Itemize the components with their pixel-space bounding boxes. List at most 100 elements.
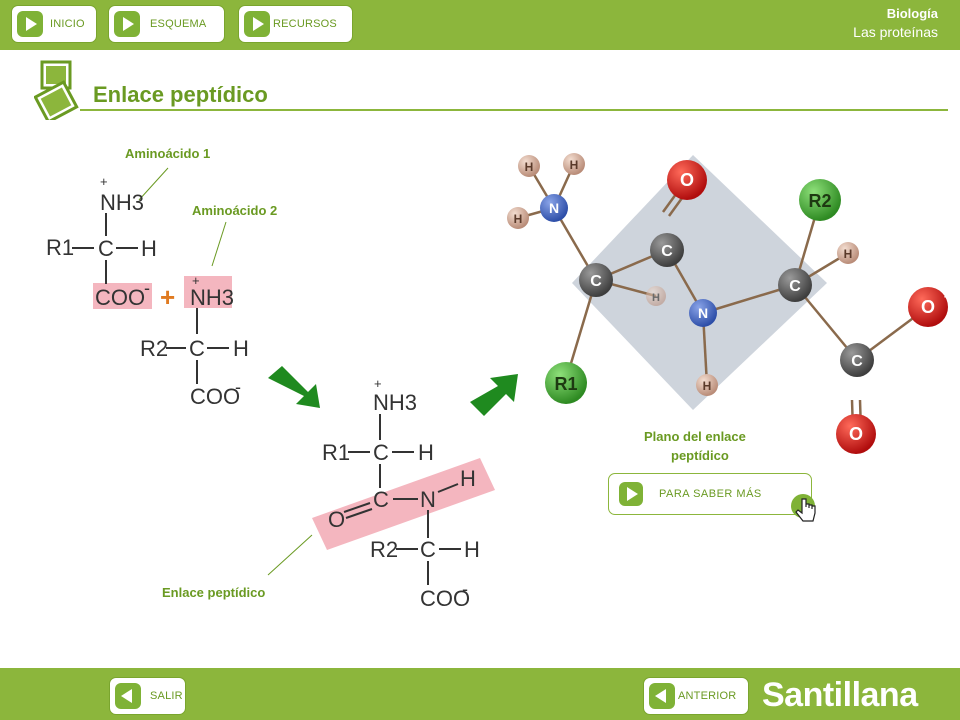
atom-h (518, 155, 540, 177)
h-1: H (141, 236, 157, 261)
atom-h (837, 242, 859, 264)
para-saber-mas-label: PARA SABER MÁS (659, 488, 762, 500)
atom-c (840, 343, 874, 377)
label-plano-line2: peptídico (671, 448, 729, 463)
h-4: H (460, 466, 476, 491)
atom-r1 (545, 362, 587, 404)
leader-line-enlace (267, 534, 313, 576)
arrow-up-right (470, 374, 518, 416)
label-enlace-peptidico: Enlace peptídico (162, 585, 266, 600)
esquema-label: ESQUEMA (150, 18, 207, 30)
nh3-3: NH3 (373, 390, 417, 415)
play-icon (244, 11, 270, 37)
coo-2: COO (190, 384, 240, 409)
svg-text:-: - (944, 288, 948, 303)
svg-text:C: C (789, 278, 801, 295)
atom-o (836, 414, 876, 454)
atom-o (908, 287, 948, 327)
r1-1: R1 (46, 235, 74, 260)
recursos-label: RECURSOS (273, 18, 337, 30)
recursos-button[interactable]: RECURSOS (238, 5, 353, 43)
anterior-label: ANTERIOR (678, 690, 737, 702)
charge-neg-3: - (462, 579, 468, 599)
c-4: C (373, 487, 389, 512)
chemistry-diagram: NH3 + R1 C H COO - + NH3 + R2 C H COO - … (46, 153, 948, 611)
coo-3: COO (420, 586, 470, 611)
highlight-coo (93, 283, 152, 309)
svg-text:H: H (514, 212, 523, 226)
h-5: H (464, 537, 480, 562)
n-1: N (420, 487, 436, 512)
r2-1: R2 (140, 336, 168, 361)
atom-o (667, 160, 707, 200)
svg-text:O: O (849, 424, 863, 444)
svg-text:H: H (703, 379, 712, 393)
play-icon (619, 482, 643, 506)
nh3-1: NH3 (100, 190, 144, 215)
svg-text:O: O (680, 170, 694, 190)
c-2: C (189, 336, 205, 361)
back-arrow-icon (115, 683, 141, 709)
play-icon (114, 11, 140, 37)
section-icon (34, 60, 79, 120)
svg-text:C: C (661, 243, 673, 260)
charge-neg-1: - (144, 278, 150, 298)
charge-neg-2: - (235, 377, 241, 397)
leader-line-aa2 (211, 221, 227, 267)
svg-text:C: C (851, 353, 863, 370)
h-2: H (233, 336, 249, 361)
inicio-label: INICIO (50, 18, 85, 30)
leader-line-aa1 (138, 167, 169, 201)
peptide-bond-highlight (312, 458, 495, 550)
atom-r2 (799, 179, 841, 221)
title-divider (80, 109, 948, 111)
atom-c (579, 263, 613, 297)
svg-text:H: H (844, 247, 853, 261)
dipeptide-formula: NH3 + R1 C H C O N H R2 C H COO - (312, 376, 495, 611)
svg-text:C: C (590, 273, 602, 290)
highlight-nh3 (184, 276, 232, 308)
label-aminoacido-2: Aminoácido 2 (192, 203, 278, 218)
atom-h (507, 207, 529, 229)
atom-h (563, 153, 585, 175)
charge-pos-3: + (374, 376, 382, 391)
c-3: C (373, 440, 389, 465)
salir-button[interactable]: SALIR (109, 677, 186, 715)
svg-text:R1: R1 (554, 374, 577, 394)
play-icon (17, 11, 43, 37)
inicio-button[interactable]: INICIO (11, 5, 97, 43)
esquema-button[interactable]: ESQUEMA (108, 5, 225, 43)
svg-text:O: O (921, 297, 935, 317)
atom-h (696, 374, 718, 396)
para-saber-mas-button[interactable]: PARA SABER MÁS (608, 473, 812, 515)
svg-text:R2: R2 (808, 191, 831, 211)
svg-text:N: N (549, 200, 559, 216)
arrow-down-right (268, 366, 320, 408)
peptide-3d-model: H H H N O C C N H H R1 R2 H C O - C O (507, 153, 948, 454)
c-5: C (420, 537, 436, 562)
charge-pos-1: + (100, 174, 108, 189)
label-aminoacido-1: Aminoácido 1 (125, 146, 211, 161)
salir-label: SALIR (150, 690, 183, 702)
charge-pos-2: + (192, 273, 200, 288)
atom-c (778, 268, 812, 302)
back-arrow-icon (649, 683, 675, 709)
label-plano-line1: Plano del enlace (644, 429, 746, 444)
atom-n (689, 299, 717, 327)
anterior-button[interactable]: ANTERIOR (643, 677, 749, 715)
brand-logo: Santillana (762, 676, 918, 714)
atom-c (650, 233, 684, 267)
o-1: O (328, 507, 345, 532)
nh3-2: NH3 (190, 285, 234, 310)
svg-text:N: N (698, 305, 708, 321)
coo-1: COO (95, 285, 145, 310)
atom-h-faded (646, 286, 666, 306)
svg-text:H: H (570, 158, 579, 172)
page-title: Enlace peptídico (93, 82, 268, 107)
c-1: C (98, 236, 114, 261)
svg-text:H: H (652, 292, 660, 304)
hand-cursor-icon (791, 494, 816, 522)
svg-text:H: H (525, 160, 534, 174)
subject-header: Biología Las proteínas (853, 6, 938, 40)
r1-2: R1 (322, 440, 350, 465)
